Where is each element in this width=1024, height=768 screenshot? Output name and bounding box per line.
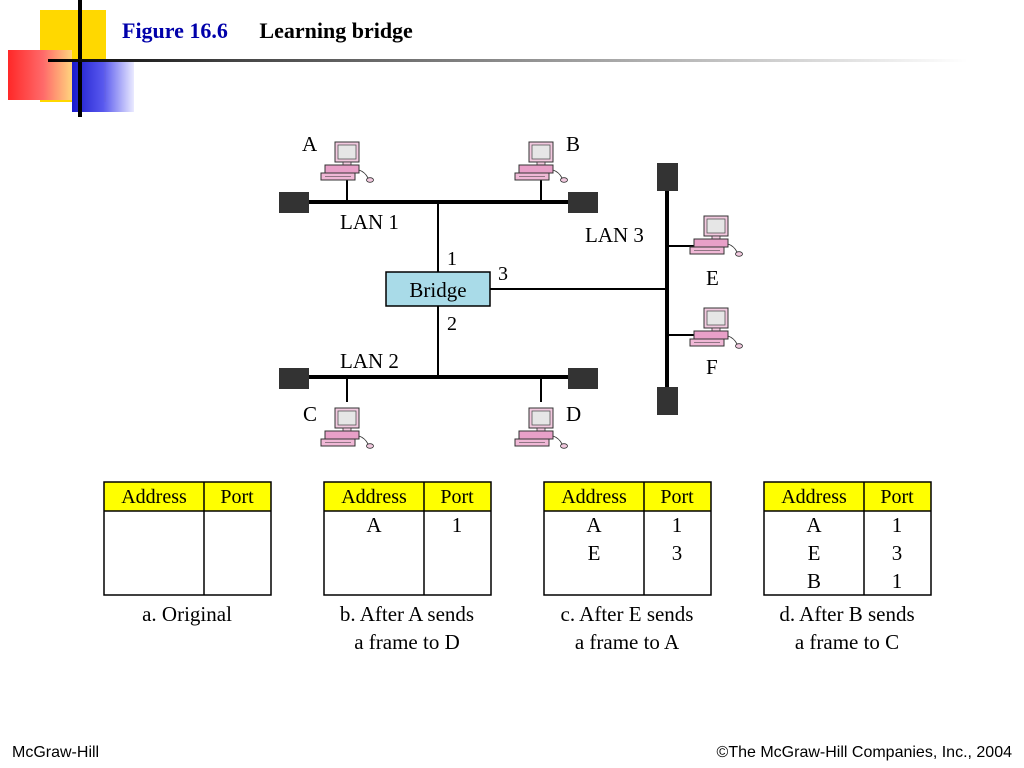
bridge-box (385, 271, 491, 307)
table-cell-address: B (807, 569, 821, 593)
computer-e-icon (689, 215, 743, 257)
table-caption-line1: a. Original (142, 602, 232, 626)
table-cell-port: 1 (892, 513, 903, 537)
lan1-terminator-right (568, 192, 598, 213)
lan1-terminator-left (279, 192, 309, 213)
table-d: Address Port A 1 E 3 B 1 d. After B send… (763, 481, 932, 654)
table-cell-port: 3 (892, 541, 903, 565)
figure-title: Learning bridge (259, 18, 413, 43)
decor-blue-bar (72, 62, 134, 112)
table-a: Address Port a. Original (103, 481, 272, 626)
table-caption-line1: c. After E sends (561, 602, 694, 626)
table-header-address: Address (781, 486, 847, 508)
table-header-port: Port (440, 486, 474, 508)
table-caption-line2: a frame to D (354, 630, 460, 654)
table-cell-address: A (806, 513, 822, 537)
table-caption-line2: a frame to A (575, 630, 680, 654)
footer-copyright: ©The McGraw-Hill Companies, Inc., 2004 (716, 744, 1012, 761)
table-border (103, 481, 272, 596)
computer-a-icon (320, 141, 374, 183)
table-border (763, 481, 932, 596)
table-cell-address: E (588, 541, 601, 565)
table-caption-line1: d. After B sends (779, 602, 914, 626)
table-header-bg (324, 482, 491, 511)
table-header-address: Address (121, 486, 187, 508)
computer-d-icon (514, 407, 568, 449)
table-header-bg (764, 482, 931, 511)
table-cell-port: 3 (672, 541, 683, 565)
port-3-label: 3 (498, 263, 508, 285)
table-header-bg (104, 482, 271, 511)
computer-f-icon (689, 307, 743, 349)
table-caption-line2: a frame to C (795, 630, 899, 654)
table-b: Address Port A 1 b. After A sends a fram… (323, 481, 492, 654)
lan2-terminator-left (279, 368, 309, 389)
table-caption-line1: b. After A sends (340, 602, 474, 626)
table-border (543, 481, 712, 596)
table-header-port: Port (660, 486, 694, 508)
lan3-label: LAN 3 (585, 223, 644, 247)
table-cell-address: A (366, 513, 382, 537)
footer-publisher: McGraw-Hill (12, 744, 100, 761)
lan2-terminator-right (568, 368, 598, 389)
table-header-port: Port (220, 486, 254, 508)
bridge-label: Bridge (409, 278, 466, 302)
table-cell-port: 1 (452, 513, 463, 537)
decor-vertical-line (78, 0, 82, 117)
table-cell-address: E (808, 541, 821, 565)
lan3-terminator-bottom (657, 387, 678, 415)
station-a-label: A (302, 132, 318, 156)
table-cell-address: A (586, 513, 602, 537)
station-e-label: E (706, 266, 719, 290)
table-header-address: Address (341, 486, 407, 508)
table-header-address: Address (561, 486, 627, 508)
table-cell-port: 1 (892, 569, 903, 593)
table-header-bg (544, 482, 711, 511)
lan1-label: LAN 1 (340, 210, 399, 234)
lan2-label: LAN 2 (340, 349, 399, 373)
computer-c-icon (320, 407, 374, 449)
table-header-port: Port (880, 486, 914, 508)
table-cell-port: 1 (672, 513, 683, 537)
station-c-label: C (303, 402, 317, 426)
station-f-label: F (706, 355, 718, 379)
lan3-terminator-top (657, 163, 678, 191)
port-2-label: 2 (447, 313, 457, 335)
slide-title: Figure 16.6 Learning bridge (122, 18, 413, 44)
table-c: Address Port A 1 E 3 c. After E sends a … (543, 481, 712, 654)
figure-number: Figure 16.6 (122, 18, 228, 43)
port-1-label: 1 (447, 248, 457, 270)
decor-horizontal-rule (48, 59, 968, 62)
decor-red-bar (8, 50, 72, 100)
table-border (323, 481, 492, 596)
station-b-label: B (566, 132, 580, 156)
station-d-label: D (566, 402, 581, 426)
computer-b-icon (514, 141, 568, 183)
